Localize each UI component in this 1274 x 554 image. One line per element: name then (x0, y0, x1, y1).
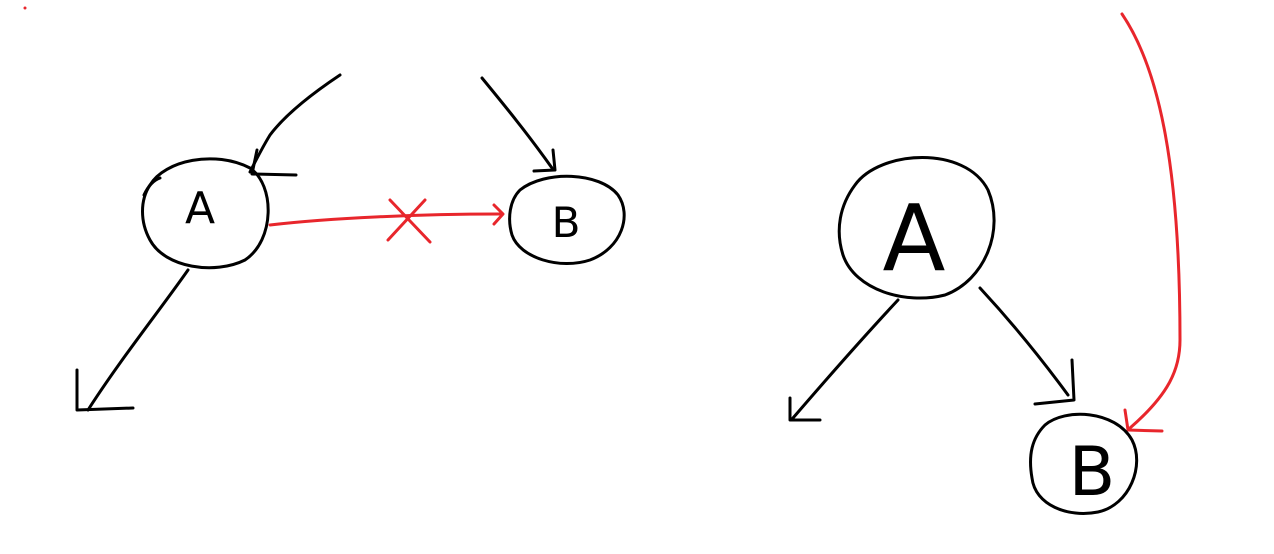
right-edge-out-of-a-left (791, 298, 900, 420)
left-node-a-circle (141, 157, 270, 270)
left-edge-into-b (480, 76, 554, 170)
right-node-a-circle (837, 156, 996, 300)
right-edge-out-of-a-left-arrowhead (788, 396, 822, 422)
left-node-a-label: A (185, 183, 215, 234)
left-edge-into-a-arrowhead (250, 148, 298, 177)
left-node-b: B (508, 174, 626, 265)
right-edge-a-to-b-arrowhead (1033, 358, 1076, 406)
left-node-b-circle (508, 174, 626, 265)
left-edge-into-b-arrowhead (532, 148, 557, 173)
right-node-b-circle (1029, 412, 1139, 515)
right-diagram: A B (788, 12, 1182, 515)
left-red-edge-a-to-b (268, 212, 502, 227)
left-edge-out-of-a (86, 268, 190, 412)
left-diagram: A B (75, 73, 626, 412)
left-red-cross-mark (386, 198, 432, 244)
right-node-a: A (837, 156, 996, 300)
right-node-b: B (1029, 412, 1139, 515)
right-red-edge-arrowhead (1123, 408, 1164, 433)
left-node-a: A (141, 157, 270, 270)
left-edge-into-a (248, 73, 342, 174)
right-edge-a-to-b (978, 286, 1070, 397)
right-red-edge-into-b (1120, 12, 1182, 430)
right-node-a-label: A (883, 185, 946, 292)
right-node-b-label: B (1069, 433, 1116, 512)
left-edge-out-of-a-arrowhead (75, 368, 135, 412)
stray-dot (23, 6, 27, 10)
left-node-a-circle-tail (142, 176, 162, 197)
left-node-b-label: B (552, 198, 581, 247)
left-red-edge-arrowhead (492, 203, 505, 226)
